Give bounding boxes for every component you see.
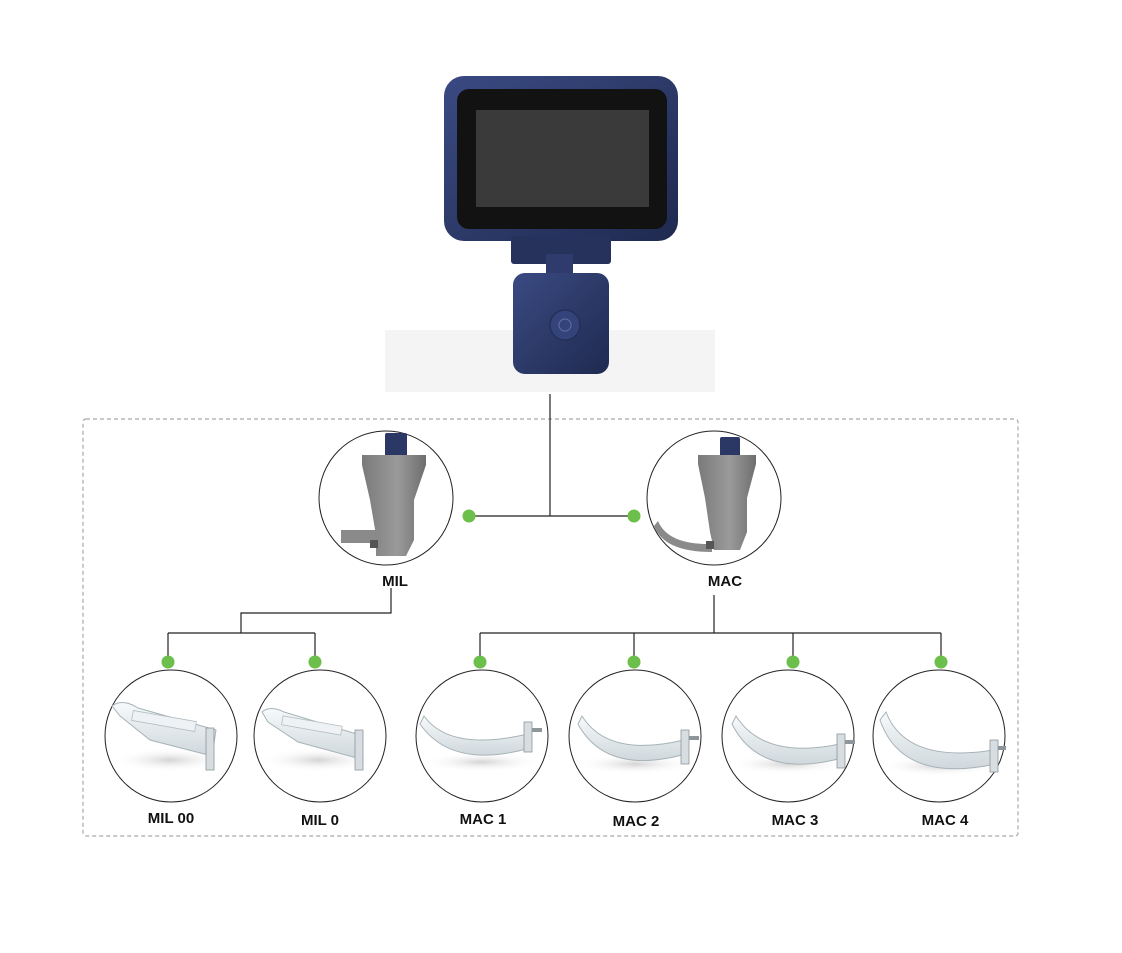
shadow [422, 752, 542, 772]
mac-1-label: MAC 1 [460, 811, 507, 828]
video-laryngoscope-monitor [385, 76, 715, 392]
blade-type-mac: MAC [646, 430, 782, 590]
joint-dot [462, 509, 476, 523]
mil-straight-blade-icon [111, 702, 217, 771]
mac-blade-handle-icon [654, 437, 756, 552]
mil-straight-blade-icon [261, 708, 364, 771]
joint-dot [627, 509, 641, 523]
mac-curved-blade-icon [879, 710, 1006, 773]
mil-connector [167, 588, 392, 662]
mil-blade-handle-icon [341, 433, 426, 556]
size-mil-00: MIL 00 [104, 669, 238, 827]
mac-2-label: MAC 2 [613, 813, 660, 830]
mac-connector [479, 595, 942, 662]
joint-dot [473, 655, 487, 669]
size-mac-4: MAC 4 [872, 669, 1006, 829]
mil-00-label: MIL 00 [148, 810, 194, 827]
size-mac-1: MAC 1 [415, 669, 549, 828]
monitor-screen [476, 110, 649, 207]
size-mac-3: MAC 3 [721, 669, 855, 829]
mac-type-label: MAC [708, 573, 742, 590]
mac-curved-blade-icon [419, 715, 542, 756]
mil-type-label: MIL [382, 573, 408, 590]
mac-curved-blade-icon [731, 714, 855, 769]
joint-dot [308, 655, 322, 669]
mac-4-label: MAC 4 [922, 812, 969, 829]
joint-dot [627, 655, 641, 669]
mac-3-label: MAC 3 [772, 812, 819, 829]
joint-dot [934, 655, 948, 669]
mac-curved-blade-icon [577, 714, 699, 765]
blade-type-mil: MIL [318, 430, 454, 590]
size-mac-2: MAC 2 [568, 669, 702, 830]
connector-lines [167, 394, 942, 662]
monitor-hinge [511, 236, 611, 264]
mil-0-label: MIL 0 [301, 812, 339, 829]
joint-dot [786, 655, 800, 669]
size-mil-0: MIL 0 [253, 669, 387, 829]
joint-dot [161, 655, 175, 669]
power-button-icon [549, 309, 581, 341]
joint-dots [161, 509, 948, 669]
monitor-connector [469, 394, 634, 517]
power-symbol-icon [558, 318, 572, 332]
shadow [112, 748, 228, 772]
